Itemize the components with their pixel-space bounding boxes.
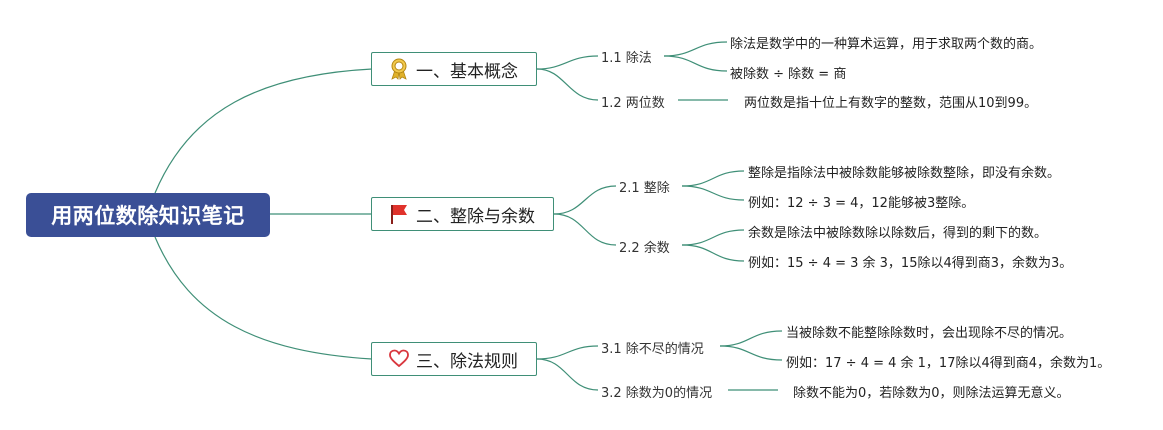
subtopic-inexact-division[interactable]: 3.1 除不尽的情况 [601,342,704,357]
subtopic-division[interactable]: 1.1 除法 [601,51,652,66]
connector-s22-l1 [681,229,745,246]
connector-s31-l2 [719,345,783,361]
connector-b2-s2 [553,213,617,246]
leaf-exact-division-definition[interactable]: 整除是指除法中被除数能够被除数整除，即没有余数。 [748,166,1061,181]
connector-b1-s2 [536,68,599,101]
ribbon-award-icon [388,58,410,80]
connector-s11-l1 [663,41,728,57]
subtopic-exact-division[interactable]: 2.1 整除 [619,181,670,196]
connector-b2-s1 [553,185,617,215]
connector-b1-s1 [536,55,599,70]
leaf-division-formula[interactable]: 被除数 ÷ 除数 = 商 [730,67,847,82]
leaf-remainder-example[interactable]: 例如：15 ÷ 4 = 3 余 3，15除以4得到商3，余数为3。 [748,256,1073,271]
leaf-division-definition[interactable]: 除法是数学中的一种算术运算，用于求取两个数的商。 [730,37,1043,52]
connector-b3-s1 [536,345,599,360]
leaf-two-digit-definition[interactable]: 两位数是指十位上有数字的整数，范围从10到99。 [744,96,1038,111]
connector-s21-l1 [681,170,745,187]
connector-s11-l2 [663,55,728,72]
connector-s21-l2 [681,185,745,201]
branch-basic-concepts[interactable]: 一、基本概念 [371,52,537,86]
heart-icon [388,348,410,370]
connector-root-branch-1 [154,68,373,194]
leaf-remainder-definition[interactable]: 余数是除法中被除数除以除数后，得到的剩下的数。 [748,226,1048,241]
branch-label: 一、基本概念 [416,61,518,82]
subtopic-divide-by-zero[interactable]: 3.2 除数为0的情况 [601,386,713,401]
leaf-divide-by-zero-definition[interactable]: 除数不能为0，若除数为0，则除法运算无意义。 [793,386,1070,401]
leaf-inexact-division-definition[interactable]: 当被除数不能整除除数时，会出现除不尽的情况。 [786,326,1073,341]
leaf-inexact-division-example[interactable]: 例如：17 ÷ 4 = 4 余 1，17除以4得到商4，余数为1。 [786,356,1111,371]
root-topic[interactable]: 用两位数除知识笔记 [26,193,270,237]
leaf-exact-division-example[interactable]: 例如：12 ÷ 3 = 4，12能够被3整除。 [748,196,975,211]
connector-root-branch-3 [154,236,373,360]
branch-label: 三、除法规则 [416,351,518,372]
subtopic-two-digit[interactable]: 1.2 两位数 [601,96,665,111]
branch-divisibility-remainder[interactable]: 二、整除与余数 [371,197,554,231]
connector-s31-l1 [719,330,783,347]
connector-b3-s2 [536,358,599,391]
subtopic-remainder[interactable]: 2.2 余数 [619,241,670,256]
branch-label: 二、整除与余数 [416,206,535,227]
red-flag-icon [388,203,410,225]
connector-s22-l2 [681,244,745,262]
branch-division-rules[interactable]: 三、除法规则 [371,342,537,376]
